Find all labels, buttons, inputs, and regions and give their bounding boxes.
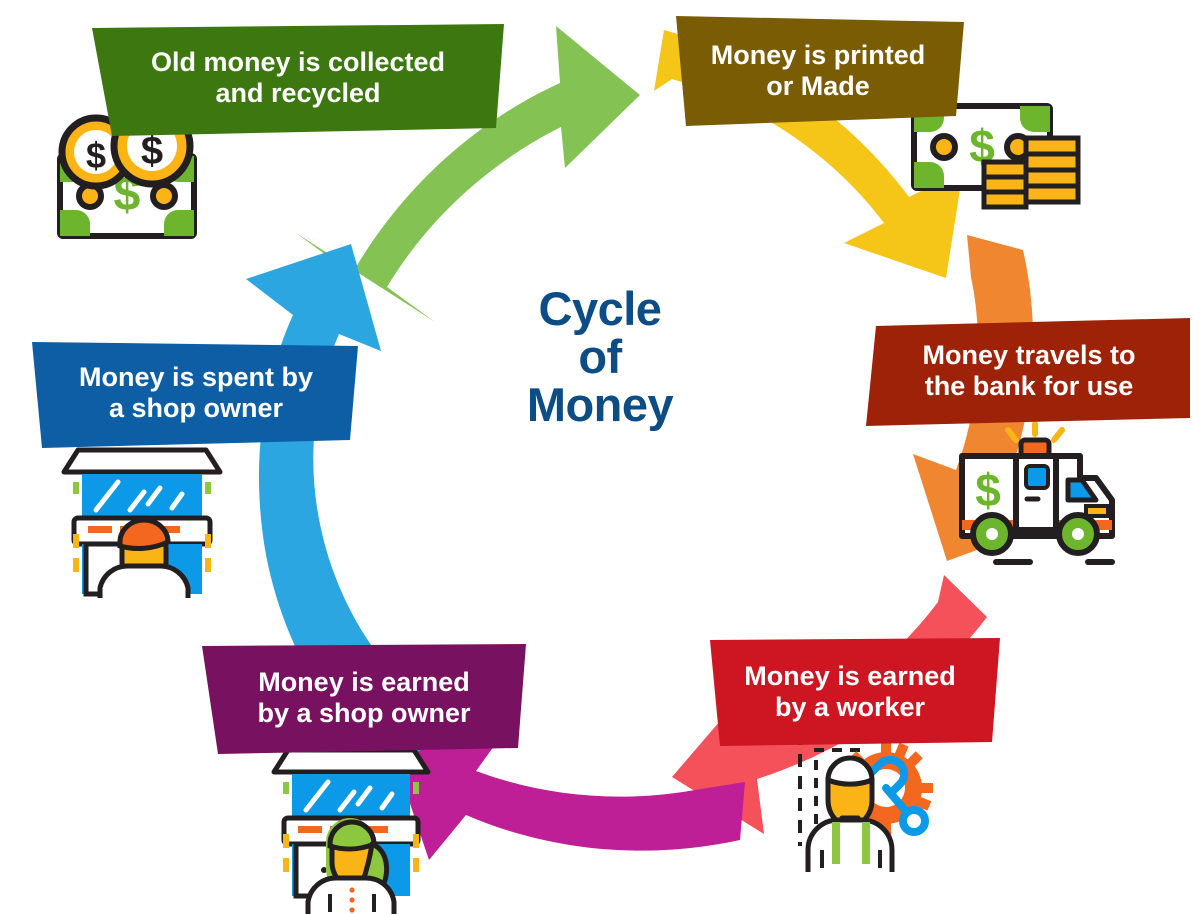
- banner-shape-printed: [676, 16, 964, 126]
- banner-shape-worker: [710, 638, 1000, 746]
- banner-shape-recycled: [92, 24, 504, 136]
- title-line-3: Money: [526, 377, 674, 431]
- banner-shape-bank: [866, 318, 1190, 426]
- svg-text:$: $: [141, 129, 163, 173]
- label-shop-earned-text: Money is earned by a shop owner: [257, 666, 471, 728]
- female-shop-owner-icon: [268, 744, 434, 914]
- label-printed-text: Money is printed or Made: [710, 39, 926, 101]
- title-line-2: of: [578, 329, 622, 383]
- label-shop-spent[interactable]: Money is spent by a shop owner: [28, 340, 364, 450]
- banner-shape-shop-earned: [202, 644, 526, 754]
- label-recycled[interactable]: Old money is collected and recycled: [88, 24, 508, 136]
- svg-text:$: $: [86, 135, 106, 176]
- banner-shape-shop-spent: [32, 342, 358, 448]
- label-worker-text: Money is earned by a worker: [744, 660, 956, 722]
- label-recycled-text: Old money is collected and recycled: [150, 46, 446, 108]
- worker-with-gear-wrench-icon: [786, 722, 946, 874]
- page-title: Cycle of Money: [470, 285, 730, 429]
- label-worker[interactable]: Money is earned by a worker: [700, 638, 1000, 750]
- label-shop-earned[interactable]: Money is earned by a shop owner: [196, 644, 532, 756]
- male-shop-owner-icon: [60, 442, 224, 600]
- label-shop-spent-text: Money is spent by a shop owner: [78, 361, 314, 423]
- banknote-with-coin-stacks-icon: $: [908, 100, 1088, 230]
- title-line-1: Cycle: [538, 282, 662, 335]
- arrow-segment-recycled: [296, 26, 640, 322]
- label-printed[interactable]: Money is printed or Made: [668, 16, 968, 130]
- label-bank-text: Money travels to the bank for use: [922, 339, 1136, 401]
- banknote-with-coins-icon: $ $ $: [52, 104, 212, 244]
- svg-text:$: $: [975, 464, 1001, 516]
- arrow-segment-shop-earned: [393, 735, 745, 860]
- label-bank[interactable]: Money travels to the bank for use: [858, 318, 1190, 428]
- armored-money-truck-icon: $: [948, 418, 1118, 578]
